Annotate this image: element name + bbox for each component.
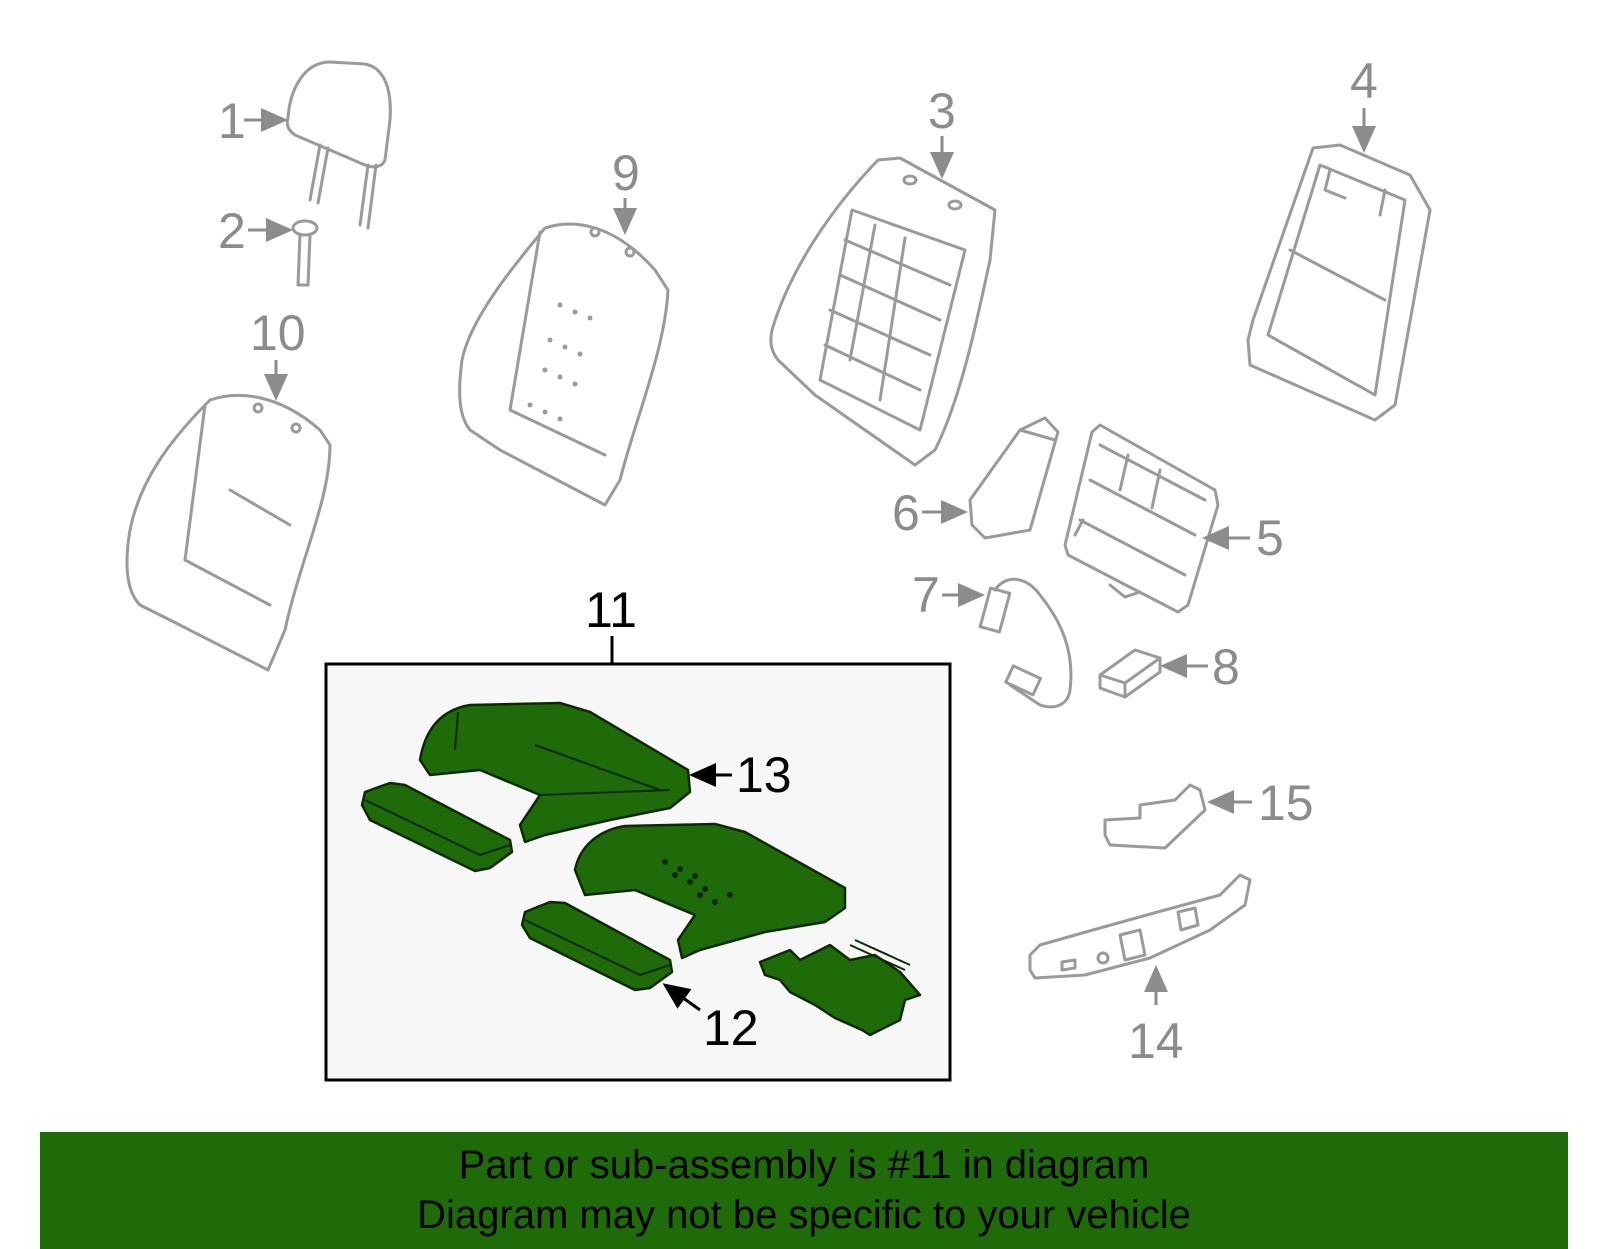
callout-11: 11 xyxy=(585,582,637,638)
part-4-back-panel xyxy=(1246,143,1432,422)
callout-13: 13 xyxy=(689,747,792,803)
callout-3-label: 3 xyxy=(928,83,956,139)
callout-1: 1 xyxy=(218,93,288,149)
part-5-lumbar xyxy=(1063,423,1220,614)
callout-5-label: 5 xyxy=(1256,510,1284,566)
callout-4-label: 4 xyxy=(1350,53,1378,109)
callout-6: 6 xyxy=(892,485,968,541)
callout-8-label: 8 xyxy=(1212,639,1240,695)
callout-2-label: 2 xyxy=(218,203,246,259)
part-15-bracket xyxy=(1103,783,1207,850)
part-1-headrest xyxy=(285,60,392,230)
part-14-side-trim xyxy=(1028,873,1252,980)
callout-8: 8 xyxy=(1160,639,1240,695)
callout-2: 2 xyxy=(218,203,293,259)
callout-4: 4 xyxy=(1350,53,1378,153)
callout-14-label: 14 xyxy=(1128,1013,1184,1069)
part-12-cushion-pad xyxy=(520,822,922,1037)
part-6-side-shield xyxy=(968,416,1060,540)
callout-15: 15 xyxy=(1207,775,1314,831)
callout-1-label: 1 xyxy=(218,93,246,149)
part-3-back-frame xyxy=(769,156,997,467)
callout-11-label: 11 xyxy=(585,582,637,638)
callout-5: 5 xyxy=(1202,510,1284,566)
callout-14: 14 xyxy=(1128,965,1184,1069)
callout-7-label: 7 xyxy=(912,567,940,623)
footer-banner: Part or sub-assembly is #11 in diagram D… xyxy=(40,1132,1568,1249)
part-2-guide xyxy=(291,219,319,287)
callout-12-label: 12 xyxy=(703,1000,759,1056)
footer-line-2: Diagram may not be specific to your vehi… xyxy=(417,1193,1191,1237)
callout-13-label: 13 xyxy=(736,747,792,803)
callout-9-label: 9 xyxy=(612,145,640,201)
callout-9: 9 xyxy=(612,145,640,235)
callout-7: 7 xyxy=(912,567,985,623)
part-7-cable xyxy=(978,577,1073,709)
callout-12: 12 xyxy=(662,983,759,1056)
part-8-module xyxy=(1098,648,1162,699)
callout-10-label: 10 xyxy=(250,305,306,361)
callout-15-label: 15 xyxy=(1258,775,1314,831)
callout-10: 10 xyxy=(250,305,306,401)
callout-3: 3 xyxy=(928,83,956,179)
callout-6-label: 6 xyxy=(892,485,920,541)
part-10-back-cover xyxy=(125,394,332,672)
footer-line-1: Part or sub-assembly is #11 in diagram xyxy=(458,1143,1150,1187)
part-9-back-cover xyxy=(458,222,670,507)
part-13-cushion-cover xyxy=(360,701,692,873)
